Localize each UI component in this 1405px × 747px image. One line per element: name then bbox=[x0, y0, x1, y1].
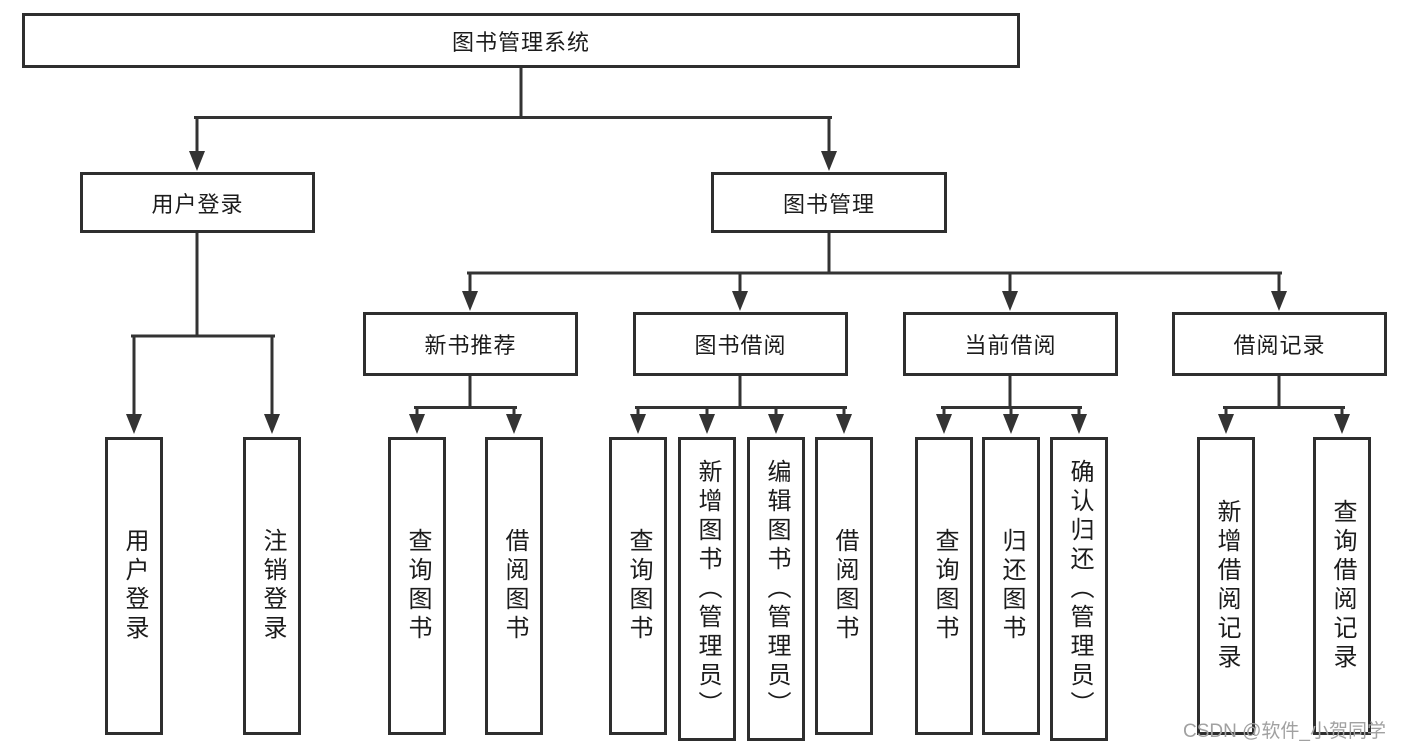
leaf-query-books-borrow: 查询图书 bbox=[609, 437, 667, 735]
leaf-return-book-label: 归还图书 bbox=[998, 528, 1025, 644]
leaf-add-book-admin: 新增图书（管理员） bbox=[678, 437, 736, 741]
node-library-system-label: 图书管理系统 bbox=[451, 29, 590, 55]
node-user-login-group: 用户登录 bbox=[80, 172, 315, 233]
node-current-borrow-label: 当前借阅 bbox=[964, 333, 1057, 358]
leaf-add-borrow-record-label: 新增借阅记录 bbox=[1213, 499, 1240, 673]
node-current-borrow: 当前借阅 bbox=[903, 312, 1118, 376]
leaf-logout: 注销登录 bbox=[243, 437, 301, 735]
node-book-management-label: 图书管理 bbox=[782, 191, 875, 217]
leaf-logout-label: 注销登录 bbox=[259, 528, 286, 644]
node-book-borrow-label: 图书借阅 bbox=[694, 333, 787, 358]
leaf-query-books-recommend-label: 查询图书 bbox=[404, 528, 431, 644]
node-borrow-records: 借阅记录 bbox=[1172, 312, 1387, 376]
leaf-add-borrow-record: 新增借阅记录 bbox=[1197, 437, 1255, 735]
leaf-return-book: 归还图书 bbox=[982, 437, 1040, 735]
node-new-book-recommend: 新书推荐 bbox=[363, 312, 578, 376]
leaf-user-login: 用户登录 bbox=[105, 437, 163, 735]
leaf-confirm-return-admin: 确认归还（管理员） bbox=[1050, 437, 1108, 741]
leaf-borrow-books-label: 借阅图书 bbox=[831, 528, 858, 644]
leaf-query-books-borrow-label: 查询图书 bbox=[625, 528, 652, 644]
leaf-query-borrow-record: 查询借阅记录 bbox=[1313, 437, 1371, 735]
node-book-management: 图书管理 bbox=[711, 172, 947, 233]
leaf-edit-book-admin-label: 编辑图书（管理员） bbox=[763, 458, 790, 720]
leaf-query-books-current: 查询图书 bbox=[915, 437, 973, 735]
leaf-borrow-books-recommend-label: 借阅图书 bbox=[501, 528, 528, 644]
leaf-query-books-current-label: 查询图书 bbox=[931, 528, 958, 644]
node-borrow-records-label: 借阅记录 bbox=[1233, 333, 1326, 358]
watermark: CSDN @软件_小贺同学 bbox=[1183, 721, 1386, 742]
leaf-query-books-recommend: 查询图书 bbox=[388, 437, 446, 735]
leaf-add-book-admin-label: 新增图书（管理员） bbox=[694, 458, 721, 720]
node-user-login-group-label: 用户登录 bbox=[151, 191, 244, 217]
leaf-user-login-label: 用户登录 bbox=[121, 528, 148, 644]
leaf-confirm-return-admin-label: 确认归还（管理员） bbox=[1066, 458, 1093, 720]
leaf-borrow-books: 借阅图书 bbox=[815, 437, 873, 735]
leaf-edit-book-admin: 编辑图书（管理员） bbox=[747, 437, 805, 741]
node-new-book-recommend-label: 新书推荐 bbox=[424, 333, 517, 358]
leaf-borrow-books-recommend: 借阅图书 bbox=[485, 437, 543, 735]
node-book-borrow: 图书借阅 bbox=[633, 312, 848, 376]
leaf-query-borrow-record-label: 查询借阅记录 bbox=[1329, 499, 1356, 673]
node-library-system: 图书管理系统 bbox=[22, 13, 1020, 68]
